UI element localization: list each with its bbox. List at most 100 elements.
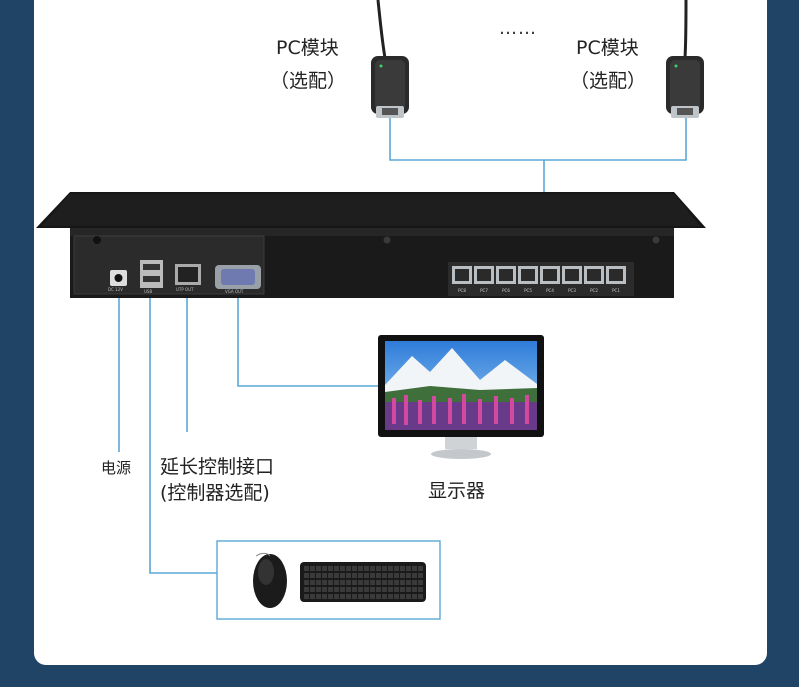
keyboard-key: [352, 587, 357, 592]
keyboard-key: [400, 594, 405, 599]
rj45-port-label: PC6: [502, 288, 510, 293]
keyboard-key: [376, 566, 381, 571]
keyboard-key: [316, 580, 321, 585]
rj45-port-label: PC4: [546, 288, 554, 293]
rj45-port-socket: [477, 269, 491, 281]
pc-module-right: [666, 56, 704, 118]
keyboard-key: [394, 566, 399, 571]
module-right-cable: [683, 0, 688, 59]
keyboard-key: [418, 594, 423, 599]
keyboard-key: [364, 594, 369, 599]
keyboard-key: [322, 573, 327, 578]
keyboard-key: [334, 580, 339, 585]
keyboard-key: [358, 580, 363, 585]
keyboard-key: [418, 573, 423, 578]
keyboard-key: [388, 573, 393, 578]
keyboard-key: [406, 594, 411, 599]
keyboard-key: [322, 587, 327, 592]
vga-port-label: VGA OUT: [225, 289, 244, 294]
rj45-port-socket: [609, 269, 623, 281]
rj45-port-socket: [543, 269, 557, 281]
pc-module-left-title: PC模块: [276, 37, 339, 59]
keyboard-key: [394, 573, 399, 578]
keyboard-key: [328, 587, 333, 592]
keyboard-key: [418, 587, 423, 592]
keyboard-key: [316, 594, 321, 599]
keyboard-key: [412, 594, 417, 599]
keyboard-key: [370, 573, 375, 578]
mouse-icon: [253, 552, 287, 608]
keyboard-key: [418, 580, 423, 585]
keyboard-key: [358, 573, 363, 578]
rj45-port-label: PC3: [568, 288, 576, 293]
keyboard-key: [322, 580, 327, 585]
keyboard-key: [394, 580, 399, 585]
keyboard-key: [406, 566, 411, 571]
pc-module-right-note: （选配）: [570, 70, 647, 92]
keyboard-key: [340, 594, 345, 599]
rj45-port-label: PC7: [480, 288, 488, 293]
keyboard-key: [310, 587, 315, 592]
keyboard-key: [370, 580, 375, 585]
display-label: 显示器: [428, 480, 486, 502]
keyboard-key: [400, 573, 405, 578]
keyboard-key: [328, 573, 333, 578]
keyboard-key: [346, 580, 351, 585]
keyboard-key: [382, 594, 387, 599]
keyboard-key: [346, 594, 351, 599]
pc-module-left: [371, 56, 409, 118]
keyboard-key: [310, 566, 315, 571]
keyboard-key: [328, 566, 333, 571]
peripherals-box: [216, 540, 441, 620]
keyboard-key: [340, 580, 345, 585]
keyboard-key: [388, 580, 393, 585]
keyboard-key: [376, 573, 381, 578]
dc-port-label: DC 12V: [108, 287, 123, 292]
keyboard-key: [346, 566, 351, 571]
keyboard-key: [310, 580, 315, 585]
keyboard-key: [304, 587, 309, 592]
keyboard-key: [352, 566, 357, 571]
module-left-cable: [376, 0, 387, 59]
keyboard-key: [310, 573, 315, 578]
rj45-port-label: PC8: [458, 288, 466, 293]
keyboard-key: [376, 580, 381, 585]
rj45-port-socket: [499, 269, 513, 281]
keyboard-key: [352, 594, 357, 599]
pc-module-right-title: PC模块: [576, 37, 639, 59]
keyboard-key: [304, 566, 309, 571]
keyboard-key: [412, 580, 417, 585]
rj45-port-socket: [587, 269, 601, 281]
keyboard-key: [382, 587, 387, 592]
keyboard-key: [358, 566, 363, 571]
keyboard-key: [412, 573, 417, 578]
keyboard-key: [406, 587, 411, 592]
keyboard-key: [346, 573, 351, 578]
keyboard-key: [322, 594, 327, 599]
keyboard-key: [334, 594, 339, 599]
keyboard-key: [340, 573, 345, 578]
keyboard-key: [376, 587, 381, 592]
keyboard-key: [364, 566, 369, 571]
keyboard-key: [388, 587, 393, 592]
rj45-port-socket: [521, 269, 535, 281]
keyboard-key: [322, 566, 327, 571]
keyboard-key: [376, 594, 381, 599]
keyboard-key: [352, 573, 357, 578]
keyboard-key: [358, 594, 363, 599]
keyboard-key: [364, 587, 369, 592]
keyboard-key: [304, 580, 309, 585]
keyboard-key: [370, 594, 375, 599]
keyboard-key: [310, 594, 315, 599]
rj45-port-socket: [565, 269, 579, 281]
keyboard-key: [382, 566, 387, 571]
rj45-port-socket: [455, 269, 469, 281]
rj45-port-label: PC1: [612, 288, 620, 293]
keyboard-key: [334, 587, 339, 592]
keyboard-key: [304, 594, 309, 599]
keyboard-key: [364, 580, 369, 585]
keyboard-key: [304, 573, 309, 578]
